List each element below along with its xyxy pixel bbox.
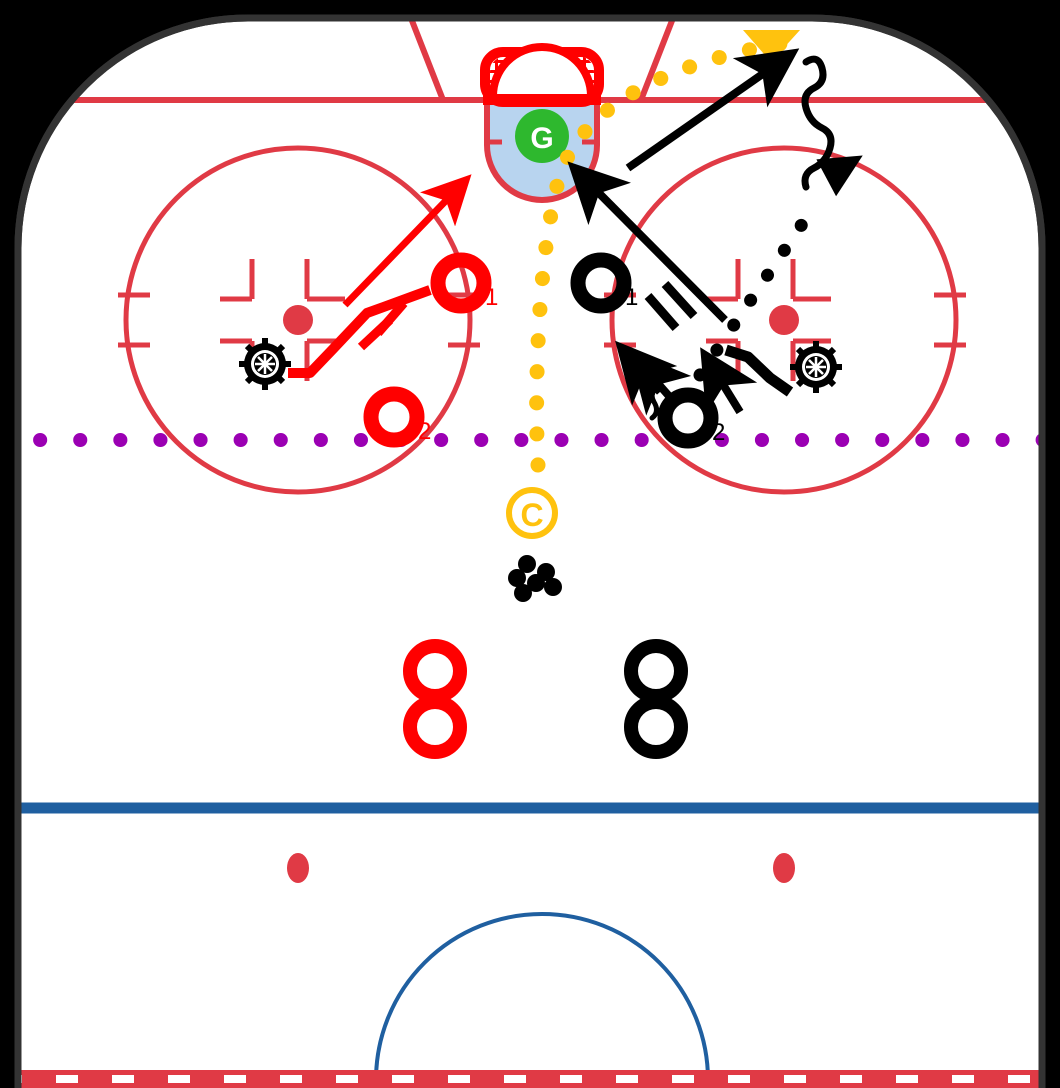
player-red-o1-subscript: 1 bbox=[485, 284, 498, 311]
player-red-o1[interactable]: 1 bbox=[430, 252, 498, 314]
goalie-marker[interactable]: G bbox=[515, 109, 569, 163]
black-o2-curl bbox=[649, 381, 663, 421]
puck-dot bbox=[514, 584, 532, 602]
red-shot-line bbox=[288, 285, 432, 378]
faceoff-dot-right bbox=[769, 305, 799, 335]
black-shot-hashmarks bbox=[644, 280, 698, 331]
rink-boards bbox=[14, 14, 1046, 1088]
player-red-o2[interactable]: 2 bbox=[363, 386, 431, 448]
goalie-label: G bbox=[530, 122, 553, 155]
red-skate-arrow bbox=[342, 174, 472, 308]
faceoff-circle-right bbox=[609, 145, 959, 495]
coach-label: C bbox=[520, 497, 543, 533]
black-skate-arrow-to-net bbox=[567, 161, 728, 323]
player-black-queue-2[interactable] bbox=[624, 695, 688, 759]
puck-dot bbox=[508, 569, 526, 587]
puck-dot bbox=[527, 574, 545, 592]
trapezoid-line-right bbox=[638, 18, 687, 102]
puck-pile bbox=[508, 555, 562, 602]
puck-icon-black-side bbox=[790, 341, 842, 393]
player-red-o2-subscript: 2 bbox=[418, 418, 431, 445]
puck-dot bbox=[544, 578, 562, 596]
player-black-o1[interactable]: 1 bbox=[570, 252, 638, 314]
black-skate-arrow-short-c bbox=[700, 347, 758, 415]
black-skate-arrow-upper bbox=[625, 48, 800, 172]
player-black-o1-subscript: 1 bbox=[625, 284, 638, 311]
puck-dot bbox=[518, 555, 536, 573]
faceoff-dot-left bbox=[283, 305, 313, 335]
trapezoid-line-left bbox=[397, 18, 446, 102]
wavy-stickhandle-path bbox=[801, 55, 835, 191]
yellow-triangle-target[interactable] bbox=[743, 30, 800, 62]
neutral-dot-right bbox=[773, 853, 795, 883]
coach-marker[interactable]: C bbox=[506, 487, 558, 539]
yellow-dotted-shot-path bbox=[529, 34, 798, 473]
faceoff-hash-right bbox=[604, 259, 966, 381]
red-shot-hashmarks bbox=[357, 300, 408, 351]
black-dotted-pass-path bbox=[693, 198, 822, 382]
black-shot-line bbox=[724, 344, 794, 397]
puck-icon-red-side bbox=[239, 338, 291, 390]
neutral-dot-left bbox=[287, 853, 309, 883]
faceoff-circle-left bbox=[123, 145, 473, 495]
wavy-path-arrowhead bbox=[816, 155, 863, 197]
player-black-o2-subscript: 2 bbox=[712, 419, 725, 446]
player-black-o2[interactable]: 2 bbox=[657, 387, 725, 449]
player-red-queue-2[interactable] bbox=[403, 695, 467, 759]
goal-net bbox=[480, 43, 604, 107]
